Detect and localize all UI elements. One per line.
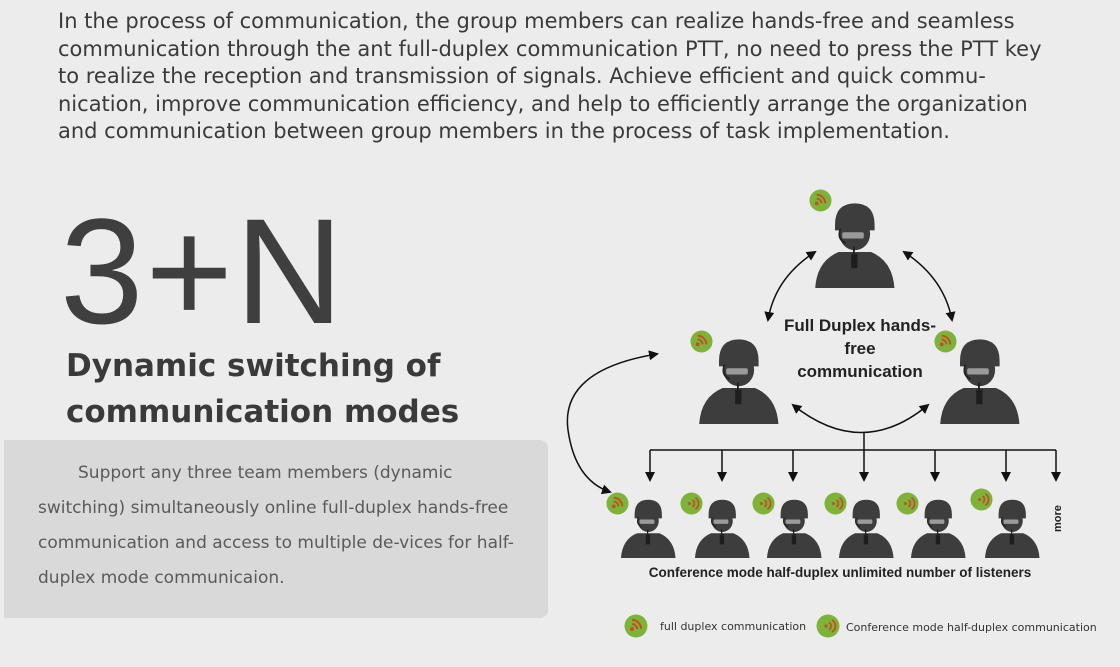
subheadline: Dynamic switching of communication modes [66,348,460,430]
half-duplex-signal-icon [752,492,775,515]
full-duplex-label: Full Duplex hands-free communication [783,316,937,381]
half-duplex-signal-icon [680,492,703,515]
legend-full-duplex-icon [624,614,648,638]
conference-mode-label: Conference mode half-duplex unlimited nu… [648,565,1032,580]
intro-paragraph: In the process of communication, the gro… [58,9,1042,143]
soldier-icon-bottom-2 [694,499,751,559]
full-duplex-signal-icon [606,492,629,515]
soldier-icon-bottom-6 [984,499,1041,559]
headline-3-plus-n: 3+N [60,187,346,355]
soldier-icon-right [939,338,1021,424]
half-duplex-signal-icon [896,492,919,515]
soldier-icon-top [814,202,896,288]
description-text: Support any three team members (dynamic … [38,463,514,588]
soldier-icon-bottom-1 [620,499,677,559]
more-label: more [1052,505,1064,532]
half-duplex-signal-icon [970,488,993,511]
legend-half-duplex-icon [816,614,840,638]
full-duplex-signal-icon [809,189,832,212]
soldier-icon-bottom-4 [838,499,895,559]
half-duplex-signal-icon [824,492,847,515]
soldier-icon-left [698,338,780,424]
soldier-icon-bottom-3 [766,499,823,559]
description-panel: Support any three team members (dynamic … [4,440,548,618]
legend-half-duplex-text: Conference mode half-duplex communicatio… [846,621,1097,634]
full-duplex-signal-icon [690,330,713,353]
soldier-icon-bottom-5 [910,499,967,559]
legend-full-duplex-text: full duplex communication [660,620,807,633]
